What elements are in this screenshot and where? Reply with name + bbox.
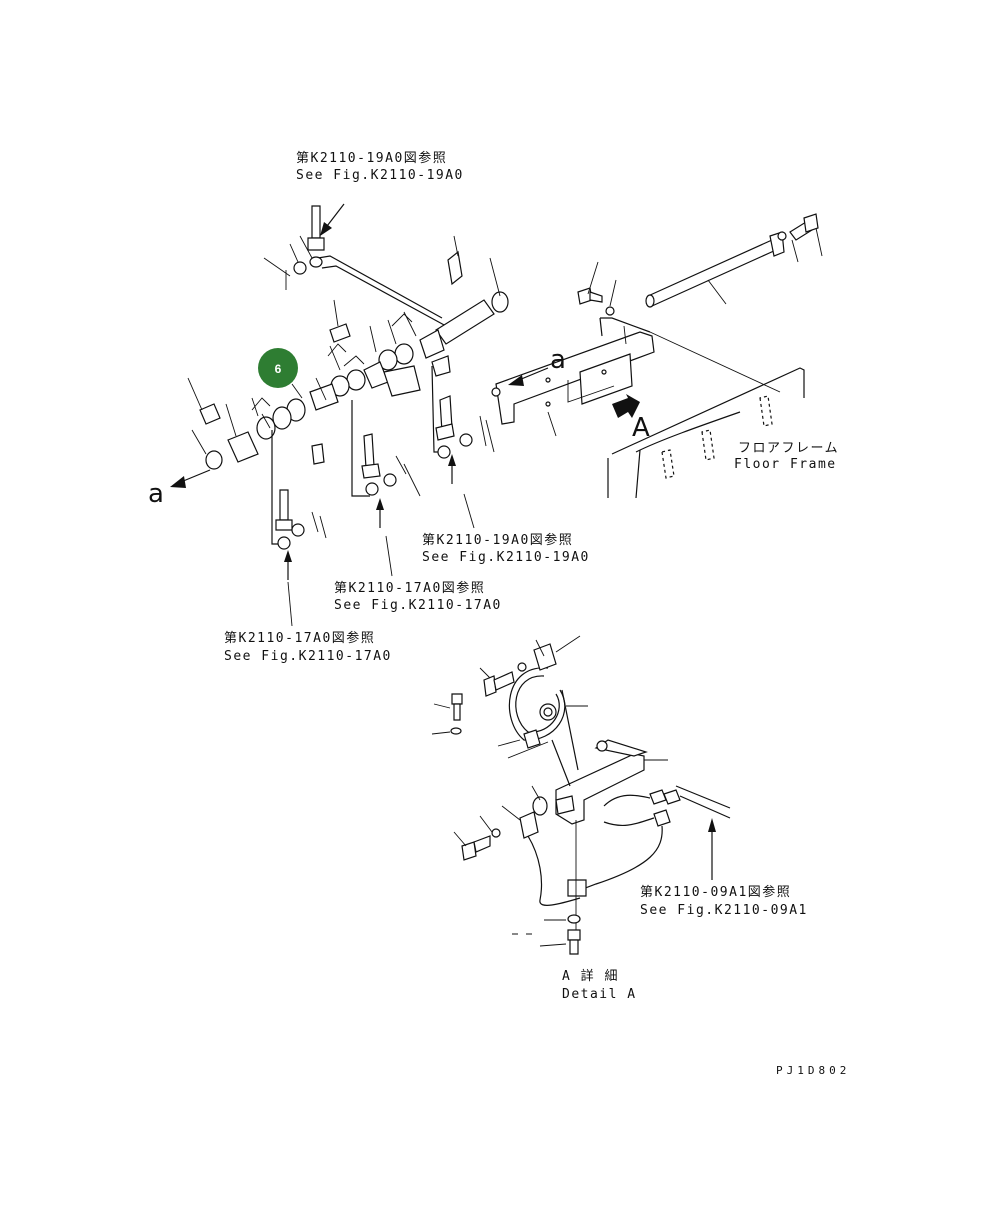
reference-1-en: See Fig.K2110-19A0: [296, 168, 464, 183]
floor-frame-label: フロアフレーム Floor Frame: [734, 441, 839, 472]
reference-5-en: See Fig.K2110-09A1: [640, 903, 808, 918]
reference-2-en: See Fig.K2110-19A0: [422, 550, 590, 565]
reference-label-1: 第K2110-19A0図参照 See Fig.K2110-19A0: [296, 150, 464, 183]
reference-label-2: 第K2110-19A0図参照 See Fig.K2110-19A0: [422, 493, 590, 565]
reference-4-jp: 第K2110-17A0図参照: [224, 630, 375, 646]
view-mark-a-top: a: [550, 345, 566, 375]
reference-label-5: 第K2110-09A1図参照 See Fig.K2110-09A1: [640, 884, 808, 918]
reference-1-jp: 第K2110-19A0図参照: [296, 150, 447, 166]
callout-badge[interactable]: 6: [258, 348, 303, 399]
reference-4-en: See Fig.K2110-17A0: [224, 649, 392, 664]
callout-badge-label: 6: [275, 362, 282, 376]
detail-a-assembly: [431, 635, 731, 955]
floor-frame-en: Floor Frame: [734, 457, 837, 472]
reference-label-3: 第K2110-17A0図参照 See Fig.K2110-17A0: [334, 535, 502, 613]
view-mark-A: A: [632, 413, 650, 443]
reference-5-jp: 第K2110-09A1図参照: [640, 884, 791, 900]
detail-a-jp: A 詳 細: [562, 968, 619, 984]
drawing-code: PJ1D802: [776, 1064, 850, 1077]
reference-3-jp: 第K2110-17A0図参照: [334, 580, 485, 596]
view-mark-a-left: a: [148, 479, 164, 509]
reference-2-jp: 第K2110-19A0図参照: [422, 532, 573, 548]
reference-3-en: See Fig.K2110-17A0: [334, 598, 502, 613]
floor-frame-jp: フロアフレーム: [738, 441, 839, 456]
reference-label-4: 第K2110-17A0図参照 See Fig.K2110-17A0: [224, 581, 392, 664]
detail-a-en: Detail A: [562, 987, 637, 1002]
detail-a-label: A 詳 細 Detail A: [562, 968, 637, 1002]
upper-assembly: a a A: [148, 203, 823, 580]
